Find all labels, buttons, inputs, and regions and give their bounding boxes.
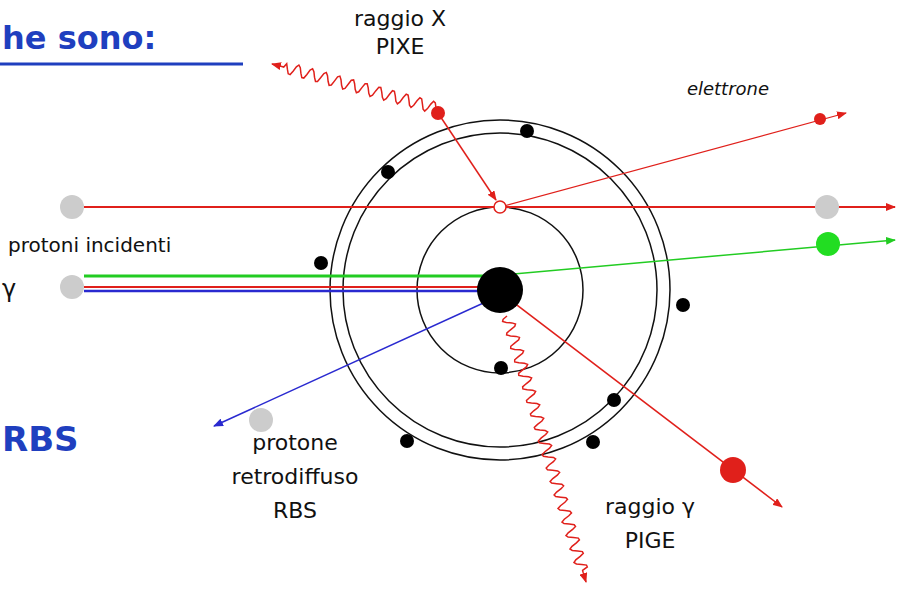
backscatter-path: [214, 300, 490, 426]
callout-label: protoni incidenti: [8, 234, 171, 257]
technique-name: PIXE: [376, 34, 425, 59]
proton: [60, 195, 84, 219]
electrons: [314, 124, 690, 449]
symbol-label: γ: [2, 276, 16, 304]
gamma-wave: [503, 316, 588, 582]
callout-label: elettrone: [687, 79, 769, 100]
callout-label: retrodiffuso: [232, 464, 359, 489]
callout-label: raggio γ: [605, 494, 695, 519]
scattered-proton: [816, 232, 840, 256]
ejected-electron: [814, 113, 826, 125]
proton-path: [84, 286, 490, 288]
backscattered-proton: [249, 408, 273, 432]
proton: [60, 275, 84, 299]
heading-text: he sono:: [2, 20, 156, 57]
callout-label: protone: [252, 430, 338, 455]
callout-label: raggio X: [354, 6, 446, 31]
proton-path: [84, 206, 895, 208]
vacancy: [494, 201, 506, 213]
recoil-particle: [720, 457, 746, 483]
proton: [815, 195, 839, 219]
electron-red: [431, 106, 445, 120]
technique-name: RBS: [2, 420, 79, 459]
proton-path: [84, 290, 490, 293]
transition-arrow: [440, 116, 496, 200]
nucleus: [477, 267, 523, 313]
recoil-path: [505, 296, 782, 507]
technique-name: PIGE: [625, 528, 676, 553]
technique-name: RBS: [273, 498, 317, 523]
proton-path: [84, 275, 490, 278]
heading-underline: [0, 63, 243, 66]
x-ray-wave: [272, 64, 436, 111]
electron-path: [500, 113, 846, 207]
